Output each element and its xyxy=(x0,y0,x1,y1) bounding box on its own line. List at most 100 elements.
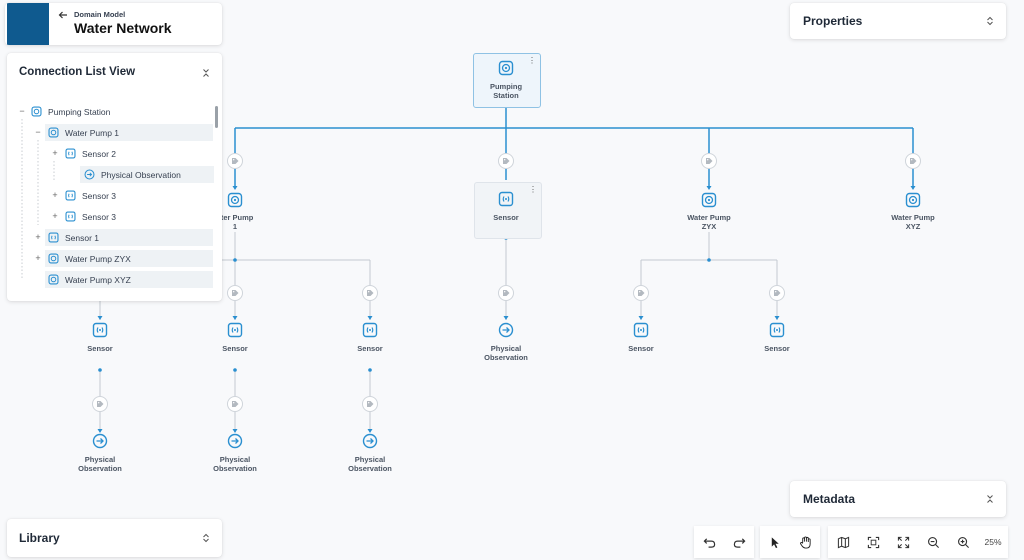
properties-title: Properties xyxy=(803,14,863,28)
header-subtitle: Domain Model xyxy=(74,10,126,19)
zoom-out-button[interactable] xyxy=(918,526,948,558)
node-label-sensor: Sensor xyxy=(222,344,248,353)
cursor-icon xyxy=(771,536,779,548)
sensor-icon xyxy=(227,322,243,338)
brand-logo xyxy=(7,3,49,45)
pump-icon xyxy=(48,253,59,264)
collapse-icon[interactable] xyxy=(986,494,994,504)
sensor-icon xyxy=(65,148,76,159)
metadata-panel[interactable]: Metadata xyxy=(790,481,1006,517)
page-title: Water Network xyxy=(74,20,172,36)
physical-observation-icon xyxy=(498,322,514,338)
collapse-icon[interactable] xyxy=(202,68,210,78)
pump-icon xyxy=(701,192,717,208)
zoom-level-value: 25% xyxy=(984,537,1002,547)
focus-icon xyxy=(867,536,879,548)
pump-icon xyxy=(48,274,59,285)
fit-to-screen-button[interactable] xyxy=(888,526,918,558)
collapse-toggle[interactable]: − xyxy=(35,127,41,137)
expand-collapse-icon[interactable] xyxy=(986,16,994,26)
expand-toggle[interactable]: + xyxy=(35,253,41,263)
back-arrow-icon[interactable] xyxy=(58,11,68,19)
node-label-sensor: Sensor xyxy=(87,344,113,353)
undo-button[interactable] xyxy=(694,526,724,558)
sensor-icon xyxy=(65,190,76,201)
view-toolbar: 25% xyxy=(828,526,1008,558)
zoom-level[interactable]: 25% xyxy=(978,526,1008,558)
node-label-sensor: Sensor xyxy=(628,344,654,353)
primary-connectors xyxy=(234,107,914,188)
select-tool-button[interactable] xyxy=(760,526,790,558)
metadata-title: Metadata xyxy=(803,492,856,506)
node-label-sensor: Sensor xyxy=(493,213,519,222)
tree-item-water-pump-xyz[interactable]: Water Pump XYZ xyxy=(45,271,213,288)
more-options-icon[interactable]: ⋮ xyxy=(529,185,537,194)
physical-observation-icon xyxy=(362,433,378,449)
sensor-icon xyxy=(498,191,514,207)
tree-guides xyxy=(21,119,55,279)
collapse-toggle[interactable]: − xyxy=(19,106,25,116)
properties-panel[interactable]: Properties xyxy=(790,3,1006,39)
tree-item-pumping-station[interactable]: Pumping Station xyxy=(31,103,211,120)
history-toolbar xyxy=(694,526,754,558)
map-icon xyxy=(837,536,849,548)
sensor-icon xyxy=(65,211,76,222)
pointer-toolbar xyxy=(760,526,820,558)
expand-toggle[interactable]: + xyxy=(52,148,58,158)
pump-icon xyxy=(498,60,514,76)
header-panel: Domain Model Water Network xyxy=(5,3,222,45)
arrowheads xyxy=(97,186,916,433)
hand-icon xyxy=(799,535,811,549)
zoom-out-icon xyxy=(927,536,939,548)
expand-toggle[interactable]: + xyxy=(35,232,41,242)
redo-icon xyxy=(733,537,745,548)
tree-item-physical-observation[interactable]: Physical Observation xyxy=(80,166,214,183)
tree-item-water-pump-1[interactable]: Water Pump 1 xyxy=(45,124,213,141)
tree-item-sensor-3[interactable]: Sensor 3 xyxy=(65,208,205,225)
sensor-icon xyxy=(769,322,785,338)
tree-item-water-pump-zyx[interactable]: Water Pump ZYX xyxy=(45,250,213,267)
sensor-icon xyxy=(362,322,378,338)
expand-collapse-icon[interactable] xyxy=(202,533,210,543)
sensor-icon xyxy=(633,322,649,338)
pump-icon xyxy=(227,192,243,208)
sensor-icon xyxy=(48,232,59,243)
tree-item-sensor-3[interactable]: Sensor 3 xyxy=(65,187,205,204)
zoom-in-icon xyxy=(957,536,969,548)
map-view-button[interactable] xyxy=(828,526,858,558)
physical-observation-icon xyxy=(84,169,95,180)
pump-icon xyxy=(48,127,59,138)
more-options-icon[interactable]: ⋮ xyxy=(528,56,536,65)
redo-button[interactable] xyxy=(724,526,754,558)
physical-observation-icon xyxy=(92,433,108,449)
connection-list-title: Connection List View xyxy=(19,66,136,78)
expand-toggle[interactable]: + xyxy=(52,190,58,200)
scrollbar[interactable] xyxy=(215,106,218,128)
physical-observation-icon xyxy=(227,433,243,449)
undo-icon xyxy=(703,537,715,548)
library-panel[interactable]: Library xyxy=(7,519,222,557)
pump-icon xyxy=(31,106,42,117)
node-label-sensor: Sensor xyxy=(357,344,383,353)
fit-selection-button[interactable] xyxy=(858,526,888,558)
zoom-in-button[interactable] xyxy=(948,526,978,558)
sensor-icon xyxy=(92,322,108,338)
expand-icon xyxy=(897,536,909,548)
tree-item-sensor-2[interactable]: Sensor 2 xyxy=(65,145,205,162)
tree-item-sensor-1[interactable]: Sensor 1 xyxy=(45,229,213,246)
node-card-sensor-center[interactable]: ⋮ xyxy=(474,182,542,239)
connection-list-panel: Connection List View − Pumping Station −… xyxy=(7,53,222,301)
pan-tool-button[interactable] xyxy=(790,526,820,558)
library-title: Library xyxy=(19,531,60,545)
expand-toggle[interactable]: + xyxy=(52,211,58,221)
node-label-sensor: Sensor xyxy=(764,344,790,353)
